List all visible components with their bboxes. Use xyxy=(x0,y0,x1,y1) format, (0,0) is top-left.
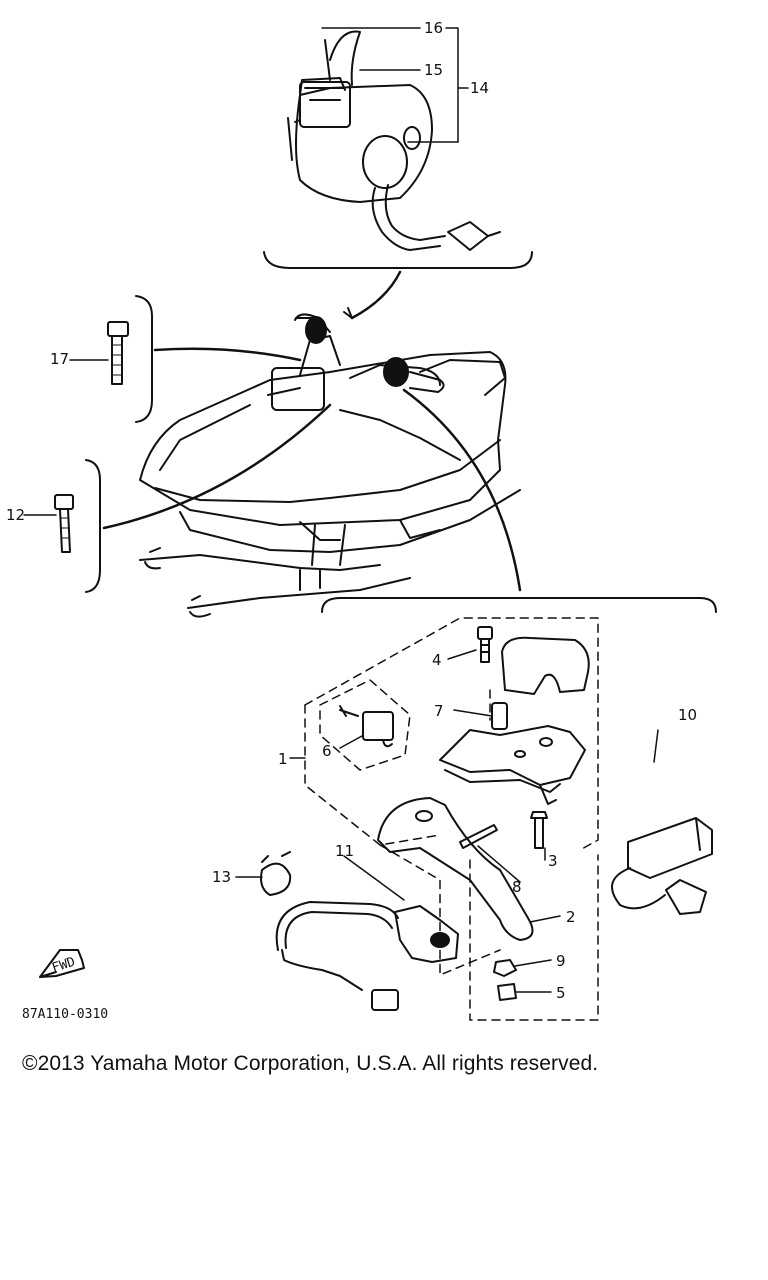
part-8-screw xyxy=(459,824,498,849)
callout-15: 15 xyxy=(424,61,443,79)
part-9-nut xyxy=(493,959,517,977)
copyright-notice: ©2013 Yamaha Motor Corporation, U.S.A. A… xyxy=(22,1052,599,1075)
callout-12: 12 xyxy=(6,506,25,524)
lever-cover xyxy=(501,636,590,695)
fwd-arrow xyxy=(39,949,85,978)
inset-bracket-top xyxy=(263,251,533,269)
brake-lever xyxy=(377,797,534,941)
inset-bracket-bottom xyxy=(321,597,717,613)
snowmobile-body xyxy=(139,313,521,618)
callout-4: 4 xyxy=(432,651,442,669)
part-7-collar xyxy=(491,702,508,730)
lever-bracket xyxy=(439,725,586,786)
diagram-code: 87A110-0310 xyxy=(22,1007,108,1022)
callout-6: 6 xyxy=(322,742,332,760)
cable-tie-17 xyxy=(107,321,129,385)
callout-14: 14 xyxy=(470,79,489,97)
callout-10: 10 xyxy=(678,706,697,724)
part-13-clip xyxy=(260,851,292,896)
callout-5: 5 xyxy=(556,984,566,1002)
part-10-switch xyxy=(611,817,713,915)
callout-17: 17 xyxy=(50,350,69,368)
parts-diagram: 16 15 14 17 12 4 10 7 6 1 11 3 13 8 2 9 … xyxy=(6,19,717,1022)
callout-8: 8 xyxy=(512,878,522,896)
callout-13: 13 xyxy=(212,868,231,886)
part-5-collar xyxy=(497,983,517,1001)
throttle-housing-assembly xyxy=(287,30,501,251)
bracket-17 xyxy=(135,295,153,423)
bracket-12 xyxy=(85,459,101,593)
callout-11: 11 xyxy=(335,842,354,860)
part-11-switch xyxy=(275,901,459,1011)
part-6-switch xyxy=(339,705,394,748)
callout-3: 3 xyxy=(548,852,558,870)
callout-9: 9 xyxy=(556,952,566,970)
part-4-bolt xyxy=(477,626,493,663)
fwd-label: FWD xyxy=(50,955,77,977)
callout-7: 7 xyxy=(434,702,444,720)
part-3-screw xyxy=(530,811,548,849)
callout-2: 2 xyxy=(566,908,576,926)
cable-tie-12 xyxy=(54,494,74,553)
callout-16: 16 xyxy=(424,19,443,37)
callout-1: 1 xyxy=(278,750,288,768)
